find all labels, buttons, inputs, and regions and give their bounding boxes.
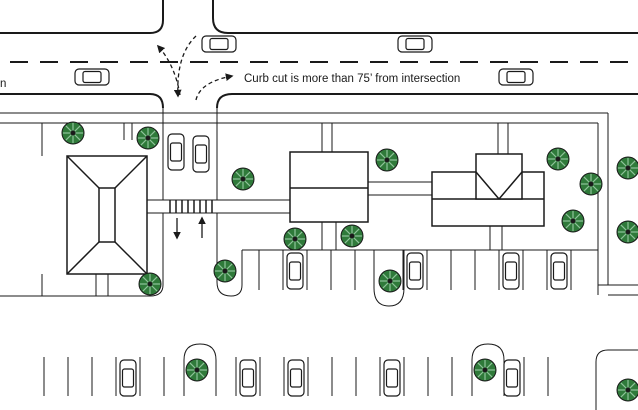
car-icon [502,252,520,290]
car-icon [383,359,401,397]
car-icon [119,359,137,397]
building-center [289,151,369,223]
street-curbs [0,0,638,109]
cut-off-label: n [0,78,6,90]
landscape-islands-bottom [183,343,638,410]
tree-icon [61,121,85,145]
tree-icon [213,259,237,283]
building-east [431,153,545,227]
tree-icon [138,272,162,296]
car-icon [406,252,424,290]
curb-cut-note: Curb cut is more than 75’ from intersect… [244,73,460,85]
cars [74,35,568,397]
tree-icon [616,378,638,402]
car-icon [503,359,521,397]
car-icon [286,252,304,290]
arrow-icon-turn-right [195,73,234,101]
tree-icon [616,156,638,180]
tree-icon [616,220,638,244]
car-icon [192,135,210,173]
car-icon [397,35,433,53]
landscape-island-middle [373,250,405,307]
turning-movement-arrows [156,35,234,101]
car-icon [74,68,110,86]
car-icon [550,252,568,290]
car-icon [201,35,237,53]
drive-direction-arrows [173,216,206,240]
tree-icon [136,126,160,150]
arrow-icon-turn-left [156,44,181,96]
car-icon [239,359,257,397]
trees [61,121,638,402]
tree-icon [561,209,585,233]
tree-icon [375,148,399,172]
arrow-icon-turn-in [173,35,197,98]
tree-icon [579,172,603,196]
tree-icon [473,358,497,382]
building-west [66,155,148,275]
tree-icon [378,269,402,293]
tree-icon [340,224,364,248]
car-icon [167,133,185,171]
site-walkways [0,108,638,297]
crosswalk [169,200,213,213]
tree-icon [546,147,570,171]
tree-icon [283,227,307,251]
car-icon [287,359,305,397]
tree-icon [231,167,255,191]
parking-stalls-bottom [43,357,549,396]
tree-icon [185,358,209,382]
car-icon [498,68,534,86]
parking-stalls-middle [258,250,572,290]
